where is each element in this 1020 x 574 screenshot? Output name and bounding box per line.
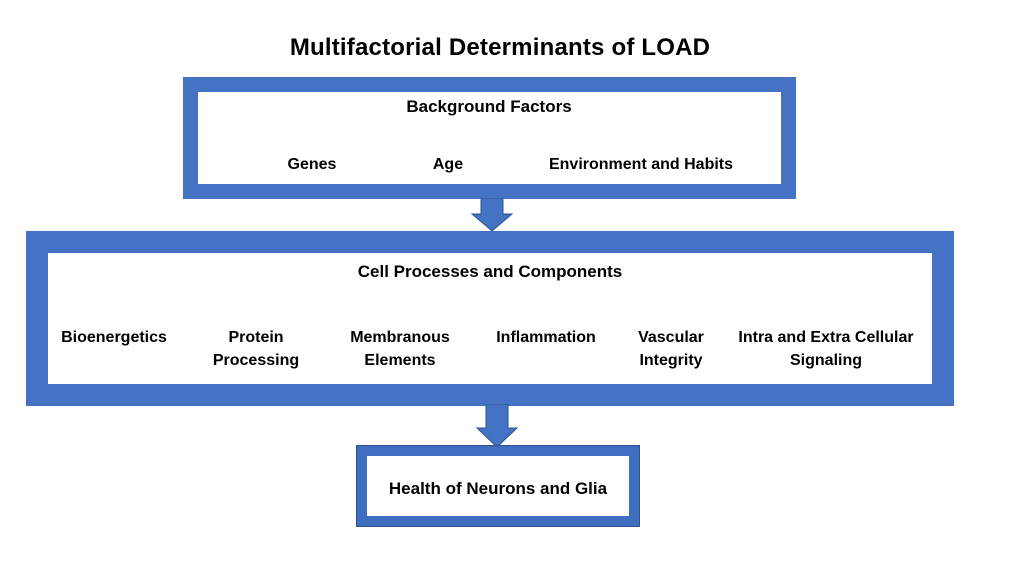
health-neurons-glia-label: Health of Neurons and Glia (388, 479, 608, 498)
process-line2: Processing (212, 352, 300, 369)
down-arrow-icon (470, 198, 514, 232)
factor-age: Age (432, 156, 464, 173)
process-line2: Signaling (790, 352, 862, 369)
factor-genes: Genes (287, 156, 337, 173)
process-line1: Protein (228, 329, 284, 346)
background-factors-heading: Background Factors (406, 97, 572, 116)
down-arrow-icon (475, 404, 519, 448)
health-neurons-glia-box (357, 446, 639, 526)
process-line1: Inflammation (496, 329, 596, 346)
process-line2: Integrity (639, 352, 703, 369)
process-line1: Vascular (638, 329, 704, 346)
cell-processes-box (26, 231, 954, 406)
process-bioenergetics: Bioenergetics (50, 326, 178, 349)
diagram-title: Multifactorial Determinants of LOAD (289, 34, 711, 61)
factor-environment-habits: Environment and Habits (548, 156, 734, 173)
process-inflammation: Inflammation (482, 326, 610, 349)
background-factors-box (183, 77, 796, 199)
process-line1: Intra and Extra Cellular (738, 329, 914, 346)
process-line1: Membranous (350, 329, 450, 346)
process-vascular-integrity: Vascular Integrity (624, 326, 718, 372)
process-protein-processing: Protein Processing (196, 326, 316, 372)
process-line1: Bioenergetics (61, 329, 167, 346)
cell-processes-heading: Cell Processes and Components (357, 262, 623, 281)
process-intra-extra-cellular-signaling: Intra and Extra Cellular Signaling (728, 326, 924, 372)
process-membranous-elements: Membranous Elements (338, 326, 462, 372)
process-line2: Elements (364, 352, 436, 369)
health-box-outline (356, 445, 640, 527)
